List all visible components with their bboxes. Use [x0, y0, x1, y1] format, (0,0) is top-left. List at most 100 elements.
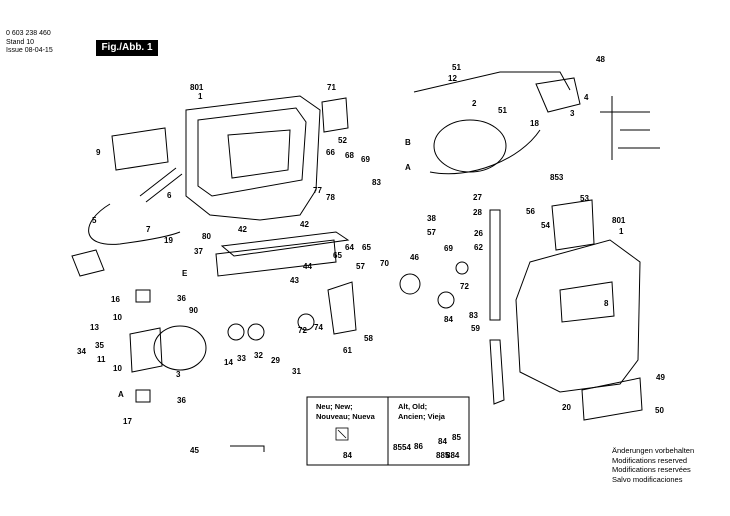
- callout-10-top: 10: [113, 313, 122, 322]
- callout-36-low: 36: [177, 396, 186, 405]
- callout-54: 54: [541, 221, 550, 230]
- note-english: Modifications reserved: [612, 455, 688, 465]
- callout-56: 56: [526, 207, 535, 216]
- callout-E: E: [182, 269, 188, 278]
- callout-65b: 65: [333, 251, 342, 260]
- callout-27: 27: [473, 193, 482, 202]
- callout-36-top: 36: [177, 294, 186, 303]
- callout-31: 31: [292, 367, 301, 376]
- callout-26: 26: [474, 229, 483, 238]
- callout-72-right: 72: [460, 282, 469, 291]
- callout-16: 16: [111, 295, 120, 304]
- callout-9: 9: [96, 148, 101, 157]
- callout-6: 6: [167, 191, 172, 200]
- callout-83: 83: [372, 178, 381, 187]
- callout-68: 68: [345, 151, 354, 160]
- callout-43: 43: [290, 276, 299, 285]
- callout-801: 801: [190, 83, 204, 92]
- callout-12: 12: [448, 74, 457, 83]
- callout-69-mid: 69: [444, 244, 453, 253]
- callout-B: B: [405, 138, 411, 147]
- callout-84-right: 84: [444, 315, 453, 324]
- callout-72-mid: 72: [298, 326, 307, 335]
- callout-65a: 65: [362, 243, 371, 252]
- legend-old-line1: Alt, Old;: [398, 402, 427, 411]
- callout-32: 32: [254, 351, 263, 360]
- callout-10-low: 10: [113, 364, 122, 373]
- legend-old-54: 54: [402, 443, 411, 452]
- callout-42a: 42: [238, 225, 247, 234]
- callout-A-top: A: [405, 163, 411, 172]
- housing-right-shape: [515, 239, 641, 393]
- callout-28: 28: [473, 208, 482, 217]
- callout-64: 64: [345, 243, 354, 252]
- document-header: 0 603 238 460 Stand 10 Issue 08-04-15: [6, 30, 53, 56]
- callout-1: 1: [198, 92, 203, 101]
- callout-34: 34: [77, 347, 86, 356]
- part-number: 0 603 238 460: [6, 30, 51, 37]
- figure-label: Fig./Abb. 1: [96, 40, 158, 56]
- callout-37: 37: [194, 247, 203, 256]
- callout-71: 71: [327, 83, 336, 92]
- legend-old-84: 84: [438, 437, 447, 446]
- callout-51-top: 51: [452, 63, 461, 72]
- issue-value: 08-04-15: [24, 47, 53, 54]
- callout-labels: 801 1 71 9 6 52 66 68 69 83 78 77 7 19 5…: [77, 55, 665, 455]
- callout-48: 48: [596, 55, 605, 64]
- note-spanish: Salvo modificaciones: [612, 474, 683, 484]
- callout-8: 8: [604, 299, 609, 308]
- legend-old-885: 885: [436, 451, 450, 460]
- legend-new-part: 84: [343, 451, 352, 460]
- callout-A-low: A: [118, 390, 124, 399]
- callout-57-mid: 57: [356, 262, 365, 271]
- callout-57-top: 57: [427, 228, 436, 237]
- issue-label: Issue: [6, 47, 23, 54]
- callout-2: 2: [472, 99, 477, 108]
- callout-62: 62: [474, 243, 483, 252]
- callout-77: 77: [313, 186, 322, 195]
- callout-50: 50: [655, 406, 664, 415]
- legend-old-86: 86: [414, 442, 423, 451]
- stand-row: Stand 10: [6, 39, 53, 48]
- callout-853: 853: [550, 173, 564, 182]
- callout-80: 80: [202, 232, 211, 241]
- callout-42b: 42: [300, 220, 309, 229]
- legend-new-line1: Neu; New;: [316, 402, 353, 411]
- legend-old-884: 884: [446, 451, 460, 460]
- callout-801-right: 801: [612, 216, 626, 225]
- note-french: Modifications reservées: [612, 465, 691, 474]
- callout-52: 52: [338, 136, 347, 145]
- callout-61: 61: [343, 346, 352, 355]
- legend-old-85a: 85: [452, 433, 461, 442]
- note-german: Änderungen vorbehalten: [612, 446, 695, 455]
- callout-29: 29: [271, 356, 280, 365]
- base-plate-shape: [220, 231, 350, 257]
- legend-old-85b: 85: [393, 443, 402, 452]
- callout-3-mid: 3: [176, 370, 181, 379]
- callout-49: 49: [656, 373, 665, 382]
- disclaimer-notes: Änderungen vorbehalten Modifications res…: [612, 446, 694, 484]
- callout-17: 17: [123, 417, 132, 426]
- callout-46: 46: [410, 253, 419, 262]
- callout-53: 53: [580, 194, 589, 203]
- callout-5: 5: [92, 216, 97, 225]
- legend-box-content: Neu; New; Nouveau; Nueva 84 Alt, Old; An…: [316, 402, 461, 460]
- callout-70: 70: [380, 259, 389, 268]
- callout-38: 38: [427, 214, 436, 223]
- callout-69: 69: [361, 155, 370, 164]
- callout-59: 59: [471, 324, 480, 333]
- stand-value: 10: [26, 38, 35, 46]
- callout-1-right: 1: [619, 227, 624, 236]
- callout-74: 74: [314, 323, 323, 332]
- callout-90: 90: [189, 306, 198, 315]
- callout-51-mid: 51: [498, 106, 507, 115]
- label-plate-shape: [111, 127, 169, 171]
- callout-66: 66: [326, 148, 335, 157]
- callout-18: 18: [530, 119, 539, 128]
- callout-13: 13: [90, 323, 99, 332]
- callout-20: 20: [562, 403, 571, 412]
- legend-new-line2: Nouveau; Nueva: [316, 412, 376, 421]
- callout-45: 45: [190, 446, 199, 455]
- callout-11: 11: [97, 355, 106, 364]
